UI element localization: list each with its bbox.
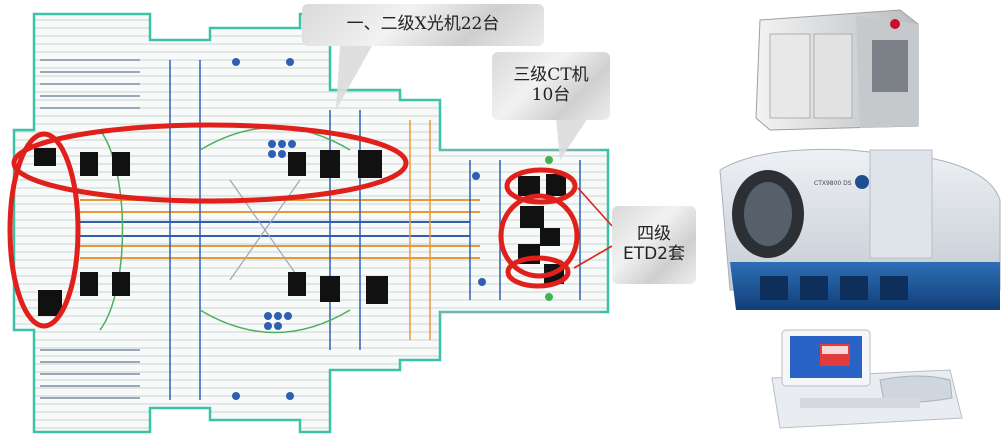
ct-machine xyxy=(546,174,566,196)
highlight-ct-top xyxy=(504,167,578,205)
xray-machine xyxy=(80,272,98,296)
callout-pointers xyxy=(336,46,588,160)
xray-machine xyxy=(288,152,306,176)
etd-label-line2: ETD2套 xyxy=(622,244,686,264)
ct-label-line2: 10台 xyxy=(531,85,571,105)
xray-machine xyxy=(320,150,340,178)
ct-machine xyxy=(540,228,560,246)
ct-machine xyxy=(520,206,544,228)
etd-pointers xyxy=(573,187,613,269)
highlight-ct-bottom xyxy=(505,255,571,289)
callout-xray: 一、二级X光机22台 xyxy=(302,4,544,46)
callout-etd: 四级 ETD2套 xyxy=(612,206,696,284)
highlight-xray-top xyxy=(11,122,409,204)
ct-scanner-photo: CTX9800 DS xyxy=(719,148,1001,310)
green-markers xyxy=(545,156,553,301)
xray-machine xyxy=(112,152,130,176)
callout-ct: 三级CT机 10台 xyxy=(492,52,610,120)
xray-machine xyxy=(358,150,382,178)
xray-machine xyxy=(34,148,56,166)
highlight-ellipses xyxy=(7,122,580,329)
ct-label-line1: 三级CT机 xyxy=(513,65,589,86)
ct-brand-text: CTX9800 DS xyxy=(814,180,852,187)
xray-machine xyxy=(80,152,98,176)
roller-markers xyxy=(232,58,486,400)
xray-machine xyxy=(320,276,340,302)
xray-machine xyxy=(112,272,130,296)
xray-cabinet-photo xyxy=(755,9,919,131)
xray-machine xyxy=(38,290,62,316)
etd-label-line1: 四级 xyxy=(637,224,671,245)
xray-machine xyxy=(288,272,306,296)
ct-machine xyxy=(518,176,540,196)
xray-machine xyxy=(366,276,388,304)
xray-count-label: 一、二级X光机22台 xyxy=(346,14,500,35)
highlight-xray-left xyxy=(7,131,81,329)
xray-machines xyxy=(34,148,388,316)
etd-device-photo xyxy=(771,329,963,429)
highlight-ct-mid xyxy=(498,193,580,279)
